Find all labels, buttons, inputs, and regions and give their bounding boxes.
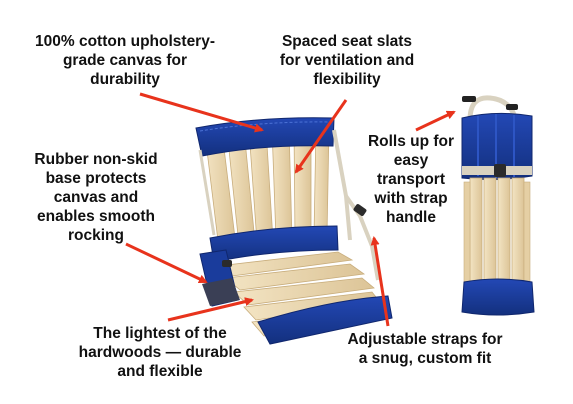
front-canvas-band bbox=[257, 295, 393, 345]
callout-straps: Adjustable straps for a snug, custom fit bbox=[347, 331, 503, 367]
rolled-slats bbox=[463, 177, 531, 287]
arrow-slats bbox=[294, 99, 348, 174]
callout-slats: Spaced seat slats for ventilation and fl… bbox=[279, 33, 415, 88]
adjustable-strap bbox=[344, 194, 380, 281]
rolled-seat bbox=[461, 95, 535, 316]
callout-wood: The lightest of the hardwoods — durable … bbox=[78, 325, 242, 380]
callout-canvas: 100% cotton upholstery- grade canvas for… bbox=[35, 33, 215, 88]
arrow-rolls bbox=[415, 110, 456, 132]
callout-rolls: Rolls up for easy transport with strap h… bbox=[367, 133, 455, 226]
arrow-base bbox=[125, 242, 208, 284]
lower-back-canvas-band bbox=[209, 225, 339, 263]
strap-buckle bbox=[353, 204, 367, 216]
callout-base: Rubber non-skid base protects canvas and… bbox=[34, 151, 158, 244]
arrow-straps bbox=[370, 236, 390, 327]
callout-arrows bbox=[125, 92, 456, 327]
arrow-canvas bbox=[139, 92, 264, 133]
arrow-wood bbox=[167, 297, 254, 322]
strap-handle bbox=[467, 95, 519, 123]
folding-seat bbox=[195, 117, 393, 345]
